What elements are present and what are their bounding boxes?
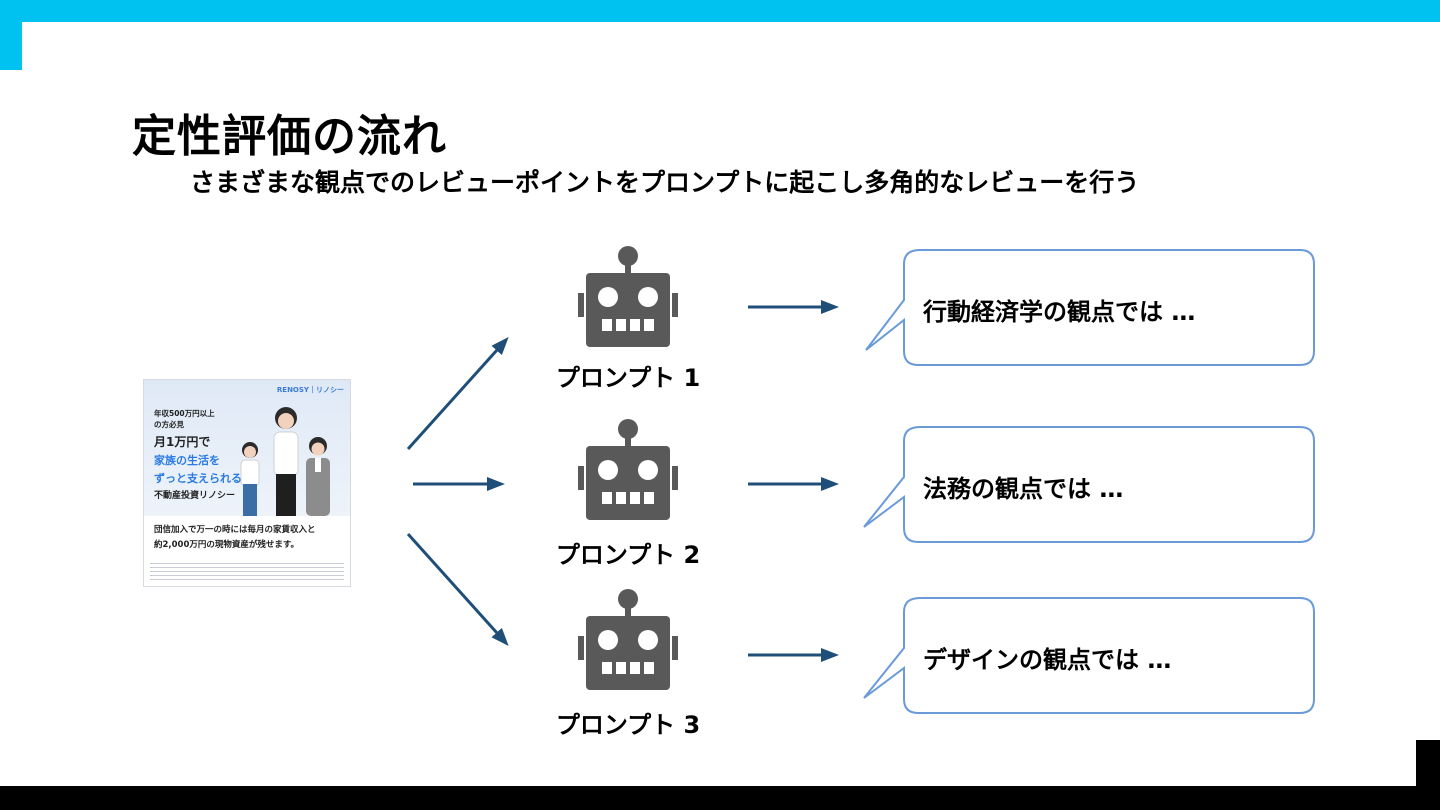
ad-brand: RENOSY｜リノシー — [276, 386, 344, 394]
family-illustration — [240, 407, 330, 516]
ad-line-6: 不動産投資リノシー — [154, 491, 236, 501]
ad-image: RENOSY｜リノシー 年収500万円以上 の方必見 月1万円で 家族の生活を … — [143, 379, 351, 587]
left-accent-bar — [0, 22, 22, 70]
ad-line-8: 約2,000万円の現物資産が残せます。 — [154, 540, 300, 550]
robot-icon — [578, 419, 678, 520]
speech-bubble-2 — [863, 426, 1315, 543]
speech-bubble-1 — [865, 249, 1315, 366]
right-corner-bar — [1416, 740, 1440, 786]
ad-line-2: の方必見 — [154, 420, 184, 429]
ad-line-1: 年収500万円以上 — [154, 409, 215, 418]
ad-line-7: 団信加入で万一の時には毎月の家賃収入と — [154, 525, 316, 535]
ad-line-4: 家族の生活を — [154, 454, 220, 467]
bottom-bar — [0, 786, 1440, 810]
robot-icon — [578, 246, 678, 347]
slide-title: 定性評価の流れ — [132, 111, 447, 162]
ad-footer: 団信加入で万一の時には毎月の家賃収入と 約2,000万円の現物資産が残せます。 — [144, 516, 350, 586]
robot-icon — [578, 589, 678, 690]
ad-hero: RENOSY｜リノシー 年収500万円以上 の方必見 月1万円で 家族の生活を … — [144, 380, 350, 516]
prompt-label-3: プロンプト 3 — [555, 711, 701, 739]
review-text-2: 法務の観点では … — [923, 475, 1124, 503]
arrow-ad-to-prompt-3 — [406, 532, 509, 646]
review-text-1: 行動経済学の観点では … — [923, 298, 1196, 326]
prompt-label-2: プロンプト 2 — [555, 541, 701, 569]
ad-line-5: ずっと支えられる — [154, 472, 242, 485]
slide-subtitle: さまざまな観点でのレビューポイントをプロンプトに起こし多角的なレビューを行う — [190, 168, 1140, 197]
speech-bubble-3 — [863, 597, 1315, 714]
ad-line-3: 月1万円で — [154, 435, 211, 449]
prompt-label-1: プロンプト 1 — [555, 364, 701, 392]
top-accent-bar — [0, 0, 1440, 22]
review-text-3: デザインの観点では … — [923, 646, 1172, 674]
ad-fine-print — [150, 560, 344, 582]
arrow-ad-to-prompt-1 — [406, 337, 509, 451]
